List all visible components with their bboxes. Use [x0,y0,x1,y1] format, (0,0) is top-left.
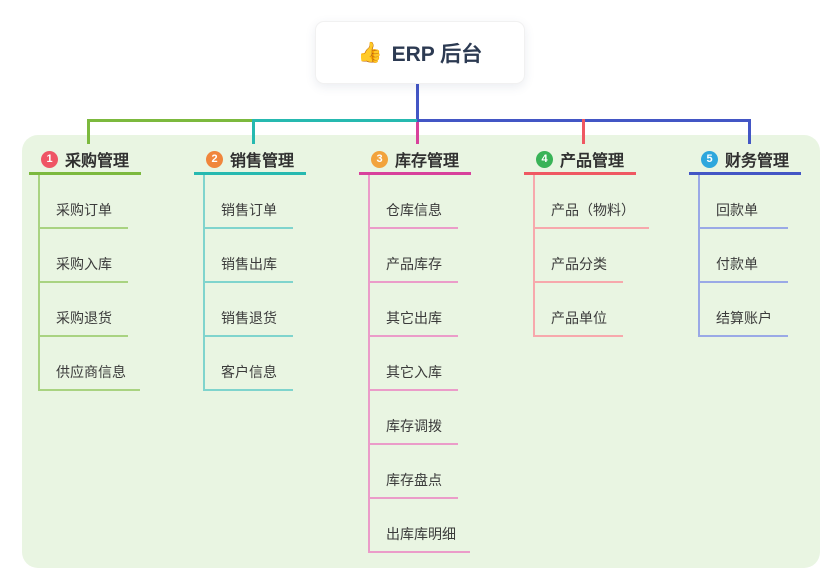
branch-children: 回款单 付款单 结算账户 [698,175,788,337]
branch-node-purchase[interactable]: 1 采购管理 [29,146,141,175]
branch-node-inventory[interactable]: 3 库存管理 [359,146,471,175]
branch-node-product[interactable]: 4 产品管理 [524,146,636,175]
branch-label: 库存管理 [395,153,460,170]
branch-node-finance[interactable]: 5 财务管理 [689,146,801,175]
child-node[interactable]: 客户信息 [205,337,293,391]
root-node-label: ERP 后台 [391,42,483,66]
child-node[interactable]: 结算账户 [700,283,788,337]
badge-2: 2 [206,150,223,168]
child-node[interactable]: 库存盘点 [370,445,458,499]
child-node[interactable]: 其它出库 [370,283,458,337]
thumbs-up-icon: 👍 [357,42,383,64]
child-node[interactable]: 产品库存 [370,229,458,283]
branch-label: 财务管理 [725,153,790,170]
branch-purchase: 1 采购管理 采购订单 采购入库 采购退货 供应商信息 [29,146,194,391]
child-node[interactable]: 出库库明细 [370,499,470,553]
connector-horizontal-purchase [87,119,254,122]
child-node[interactable]: 仓库信息 [370,175,458,229]
root-node[interactable]: 👍 ERP 后台 [315,21,525,84]
branch-label: 采购管理 [65,153,130,170]
branch-children: 仓库信息 产品库存 其它出库 其它入库 库存调拨 库存盘点 出库库明细 [368,175,470,553]
branch-children: 采购订单 采购入库 采购退货 供应商信息 [38,175,140,391]
child-node[interactable]: 销售退货 [205,283,293,337]
child-node[interactable]: 采购入库 [40,229,128,283]
badge-5: 5 [701,150,718,168]
branch-node-sales[interactable]: 2 销售管理 [194,146,306,175]
mindmap-canvas [22,135,820,568]
branch-finance: 5 财务管理 回款单 付款单 结算账户 [689,146,839,337]
child-node[interactable]: 采购订单 [40,175,128,229]
connector-drop-sales [252,119,255,144]
connector-root-vertical [416,82,419,122]
child-node[interactable]: 供应商信息 [40,337,140,391]
child-node[interactable]: 回款单 [700,175,788,229]
connector-horizontal-sales [252,119,418,122]
child-node[interactable]: 其它入库 [370,337,458,391]
connector-drop-product [582,119,585,144]
branch-label: 销售管理 [230,153,295,170]
child-node[interactable]: 采购退货 [40,283,128,337]
branch-sales: 2 销售管理 销售订单 销售出库 销售退货 客户信息 [194,146,359,391]
child-node[interactable]: 销售订单 [205,175,293,229]
child-node[interactable]: 库存调拨 [370,391,458,445]
branch-inventory: 3 库存管理 仓库信息 产品库存 其它出库 其它入库 库存调拨 库存盘点 出库库… [359,146,524,553]
child-node[interactable]: 产品分类 [535,229,623,283]
branch-children: 销售订单 销售出库 销售退货 客户信息 [203,175,293,391]
branch-children: 产品（物料） 产品分类 产品单位 [533,175,649,337]
connector-drop-inventory [416,122,419,144]
connector-drop-purchase [87,119,90,144]
badge-4: 4 [536,150,553,168]
badge-1: 1 [41,150,58,168]
branch-product: 4 产品管理 产品（物料） 产品分类 产品单位 [524,146,689,337]
badge-3: 3 [371,150,388,168]
connector-drop-finance [748,119,751,144]
child-node[interactable]: 销售出库 [205,229,293,283]
child-node[interactable]: 产品（物料） [535,175,649,229]
child-node[interactable]: 产品单位 [535,283,623,337]
branch-label: 产品管理 [560,153,625,170]
child-node[interactable]: 付款单 [700,229,788,283]
